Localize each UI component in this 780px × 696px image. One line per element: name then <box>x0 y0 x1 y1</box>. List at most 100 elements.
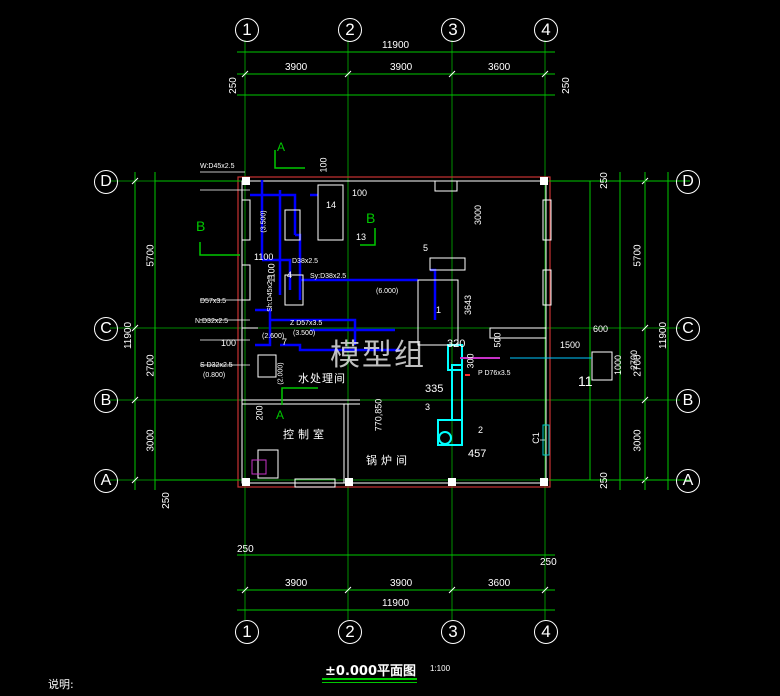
dim-bottom-left: 250 <box>237 544 254 555</box>
elev-6000: (6.000) <box>376 288 399 295</box>
dim-left-total: 11900 <box>123 321 135 350</box>
dim-770-850: 770,850 <box>373 398 384 432</box>
notes-label: 说明: <box>48 678 74 691</box>
dim-right-top: 250 <box>598 172 610 189</box>
axis-right-D: D <box>676 170 700 194</box>
section-b-right: B <box>366 210 376 226</box>
dim-1100-a: 1100 <box>254 252 274 262</box>
label-d57: D57x3.5 <box>200 298 227 305</box>
dim-457: 457 <box>468 448 487 460</box>
dim-300: 300 <box>465 353 476 369</box>
axis-left-A: A <box>94 469 118 493</box>
section-markers <box>199 150 376 405</box>
section-a-bottom: A <box>276 408 285 422</box>
dim-bottom-bay-1: 3900 <box>285 578 308 589</box>
room-control: 控制室 <box>283 428 328 441</box>
dim-top-bay-1: 3900 <box>285 62 308 73</box>
dim-right-bay-3: 3000 <box>632 429 644 452</box>
dim-left-bay-3: 3000 <box>145 429 157 452</box>
dim-600: 600 <box>593 324 609 334</box>
elev-3500-a: (3.500) <box>260 210 268 233</box>
axis-right-A: A <box>676 469 700 493</box>
dim-left-bottom: 250 <box>160 492 172 509</box>
elev-2600: (2.600) <box>262 333 285 340</box>
dim-100-b: 100 <box>352 188 368 198</box>
leader-lines <box>200 171 545 441</box>
section-a-top: A <box>277 140 286 154</box>
title-underline-thin <box>322 682 417 683</box>
dim-100-a: 100 <box>318 157 329 173</box>
axis-top-4: 4 <box>534 18 558 42</box>
elev-0800: (0.800) <box>203 372 226 379</box>
axis-bottom-3: 3 <box>441 620 465 644</box>
equip-1: 1 <box>436 305 442 315</box>
axis-top-1: 1 <box>235 18 259 42</box>
equip-11: 11 <box>578 373 593 389</box>
dimension-ticks <box>131 70 649 594</box>
dim-right-bay-1: 5700 <box>632 244 644 267</box>
room-water-treatment: 水处理间 <box>298 372 346 385</box>
axis-left-B: B <box>94 389 118 413</box>
dim-top-bay-2: 3900 <box>390 62 413 73</box>
dim-3643: 3643 <box>463 294 474 316</box>
axis-right-B: B <box>676 389 700 413</box>
label-c1: C1 <box>530 432 541 444</box>
axis-left-C: C <box>94 317 118 341</box>
axis-bottom-4: 4 <box>534 620 558 644</box>
label-w-d45: W:D45x2.5 <box>200 163 235 170</box>
dim-2700: 2700 <box>629 349 640 371</box>
dim-left-bay-1: 5700 <box>145 244 157 267</box>
watermark: 模型组 <box>330 338 426 373</box>
building-walls <box>237 176 552 488</box>
elev-3500-b: (3.500) <box>293 330 316 337</box>
title-underline <box>322 678 417 680</box>
dim-1000: 1000 <box>613 354 624 376</box>
dim-top-bay-3: 3600 <box>488 62 511 73</box>
equip-13: 13 <box>356 232 367 242</box>
dim-500: 500 <box>492 332 503 348</box>
equip-2: 2 <box>478 425 484 435</box>
label-s-d32: S D32x2.5 <box>200 362 233 369</box>
dim-1500: 1500 <box>560 340 581 350</box>
outer-leaders <box>155 180 690 481</box>
dim-335: 335 <box>425 383 444 395</box>
dim-left-bay-2: 2700 <box>145 354 157 377</box>
label-z-d57: Z D57x3.5 <box>290 320 323 327</box>
label-n-d32: N:D32x2.5 <box>195 318 229 325</box>
equip-7: 7 <box>282 337 288 347</box>
dim-right-bottom: 250 <box>598 472 610 489</box>
dim-100-c: 100 <box>221 338 237 348</box>
axis-top-3: 3 <box>441 18 465 42</box>
dim-top-right: 250 <box>560 77 572 94</box>
elev-2000: (2.000) <box>277 362 285 385</box>
equip-4: 4 <box>287 270 293 280</box>
section-b-left: B <box>196 218 206 234</box>
label-d38: D38x2.5 <box>292 258 319 265</box>
axis-bottom-1: 1 <box>235 620 259 644</box>
dim-top-total: 11900 <box>382 40 410 51</box>
drawing-scale: 1:100 <box>430 664 451 673</box>
dimension-lines <box>134 51 669 611</box>
label-p-d76: P D76x3.5 <box>478 370 511 377</box>
equip-5: 5 <box>423 243 429 253</box>
dim-bottom-bay-3: 3600 <box>488 578 511 589</box>
dim-320: 320 <box>447 338 466 350</box>
drawing-title: ±0.000平面图 <box>325 664 417 679</box>
label-sh-d45: Sh:D45x2.5 <box>266 275 274 312</box>
axis-top-2: 2 <box>338 18 362 42</box>
dim-bottom-right: 250 <box>540 557 557 568</box>
axis-left-D: D <box>94 170 118 194</box>
dim-3000: 3000 <box>473 204 484 226</box>
label-sy-d38: Sy:D38x2.5 <box>310 273 347 280</box>
dim-right-total: 11900 <box>658 321 670 350</box>
blue-pipes <box>250 180 437 352</box>
equip-14: 14 <box>326 200 337 210</box>
dim-200: 200 <box>254 405 265 421</box>
dim-top-left: 250 <box>227 77 239 94</box>
equip-3: 3 <box>425 402 431 412</box>
axis-right-C: C <box>676 317 700 341</box>
dim-bottom-total: 11900 <box>382 598 410 609</box>
equipment-boxes <box>251 184 466 479</box>
axis-bottom-2: 2 <box>338 620 362 644</box>
